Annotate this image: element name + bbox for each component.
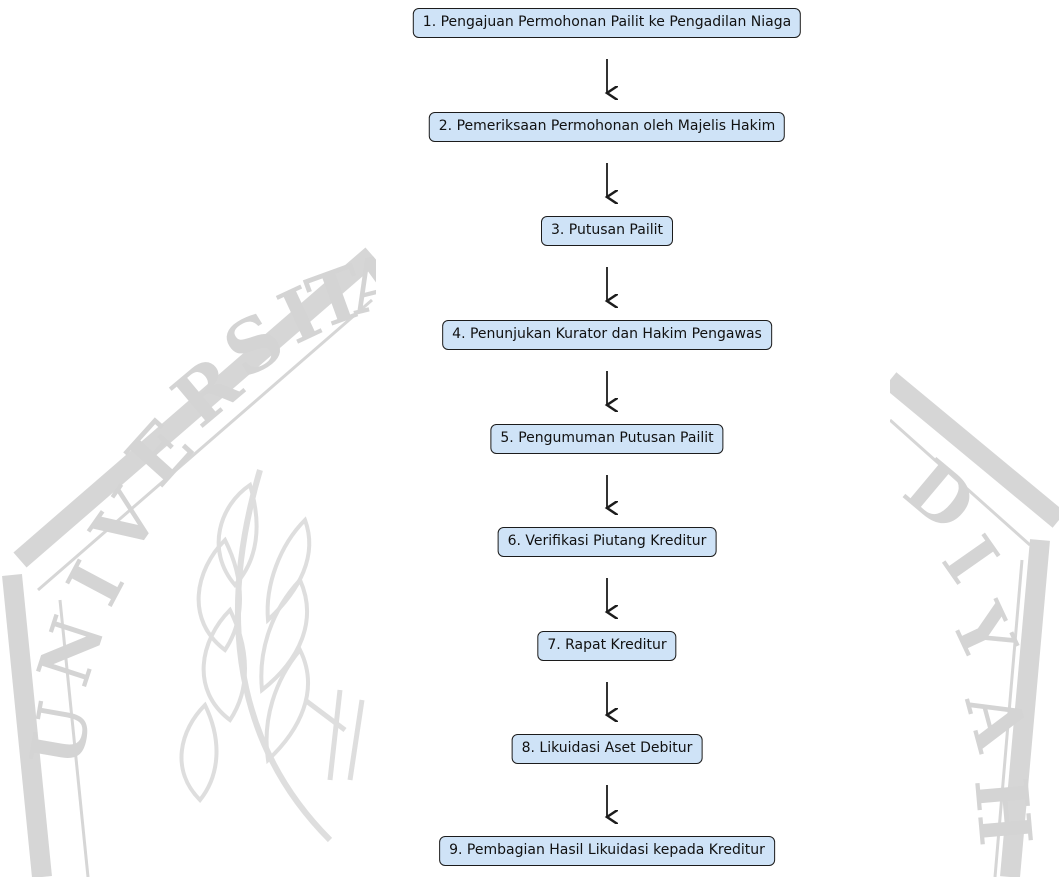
seal-frame-right <box>883 372 1059 528</box>
step-7-node: 7. Rapat Kreditur <box>537 631 677 661</box>
step-8-node: 8. Likuidasi Aset Debitur <box>511 734 703 764</box>
step-5-node: 5. Pengumuman Putusan Pailit <box>490 424 724 454</box>
step-2-node: 2. Pemeriksaan Permohonan oleh Majelis H… <box>428 112 786 142</box>
step-6-node: 6. Verifikasi Piutang Kreditur <box>497 527 717 557</box>
step-1-node: 1. Pengajuan Permohonan Pailit ke Pengad… <box>412 8 802 38</box>
watermark-letter-u: U <box>13 696 108 773</box>
seal-frame-left <box>13 247 379 568</box>
step-4-node: 4. Penunjukan Kurator dan Hakim Pengawas <box>442 320 772 350</box>
step-3-node: 3. Putusan Pailit <box>541 216 673 246</box>
step-9-node: 9. Pembagian Hasil Likuidasi kepada Kred… <box>439 836 775 866</box>
seal-frame-left-lower <box>2 574 52 877</box>
watermark-letter-h: H <box>958 774 1049 849</box>
laurel-stem <box>235 469 333 843</box>
seal-frame-right-lower <box>1000 539 1050 877</box>
